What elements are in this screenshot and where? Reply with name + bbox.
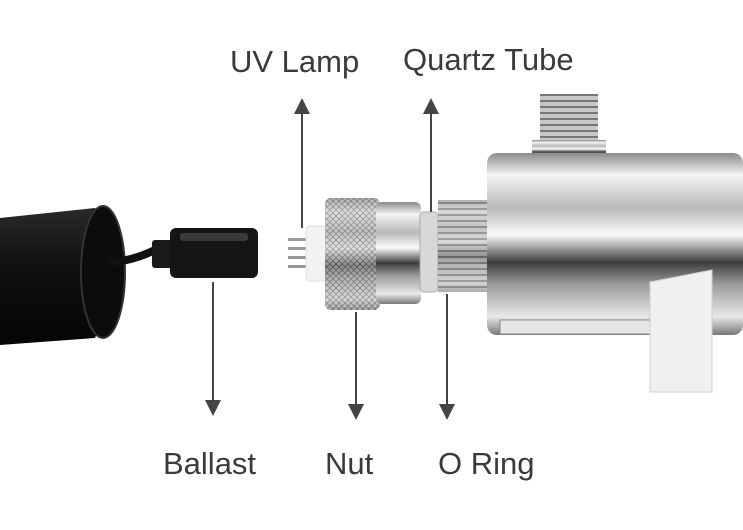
quartz-tube-label: Quartz Tube [403, 42, 574, 77]
ballast-label: Ballast [163, 446, 257, 481]
ballast-cap [0, 205, 258, 345]
uv-lamp-pins [288, 225, 331, 282]
uv-lamp-label: UV Lamp [230, 44, 360, 79]
nut-label: Nut [325, 446, 374, 481]
nut [325, 198, 421, 310]
o-ring [419, 211, 439, 293]
quartz-tube-housing [487, 94, 743, 393]
o-ring-label: O Ring [438, 446, 535, 481]
